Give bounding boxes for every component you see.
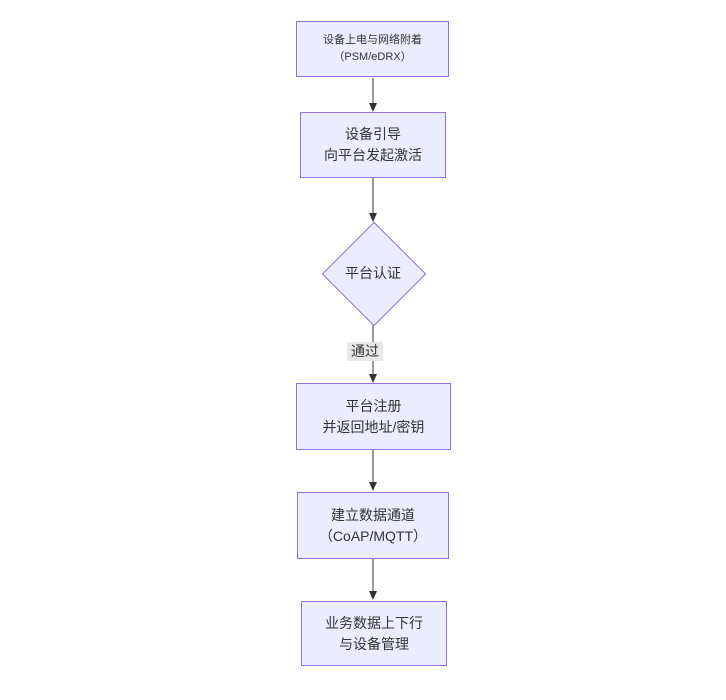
node-text-line: 并返回地址/密钥 [322, 418, 425, 435]
node-text-line: 设备引导 [345, 126, 401, 142]
node-text-line: 与设备管理 [339, 635, 409, 652]
node-text-line: 建立数据通道 [331, 506, 415, 523]
node-business-data: 业务数据上下行 与设备管理 [301, 601, 447, 666]
node-text-line: 设备上电与网络附着 [323, 34, 422, 46]
edge-label-pass: 通过 [347, 342, 383, 361]
arrowhead-icon [369, 591, 377, 600]
node-text-line: （PSM/eDRX） [333, 51, 412, 63]
node-text-line: （CoAP/MQTT） [318, 527, 428, 544]
node-platform-auth-label: 平台认证 [345, 265, 401, 281]
node-power-attach: 设备上电与网络附着 （PSM/eDRX） [296, 21, 449, 77]
arrowhead-icon [369, 374, 377, 383]
node-text-line: 平台注册 [345, 397, 402, 414]
node-data-channel: 建立数据通道 （CoAP/MQTT） [297, 492, 449, 559]
arrowhead-icon [369, 103, 377, 112]
node-platform-register: 平台注册 并返回地址/密钥 [296, 383, 451, 450]
arrowhead-icon [369, 213, 377, 222]
node-bootstrap: 设备引导 向平台发起激活 [300, 112, 446, 178]
node-text-line: 业务数据上下行 [325, 614, 423, 631]
node-text-line: 向平台发起激活 [324, 147, 422, 163]
arrowhead-icon [369, 482, 377, 491]
